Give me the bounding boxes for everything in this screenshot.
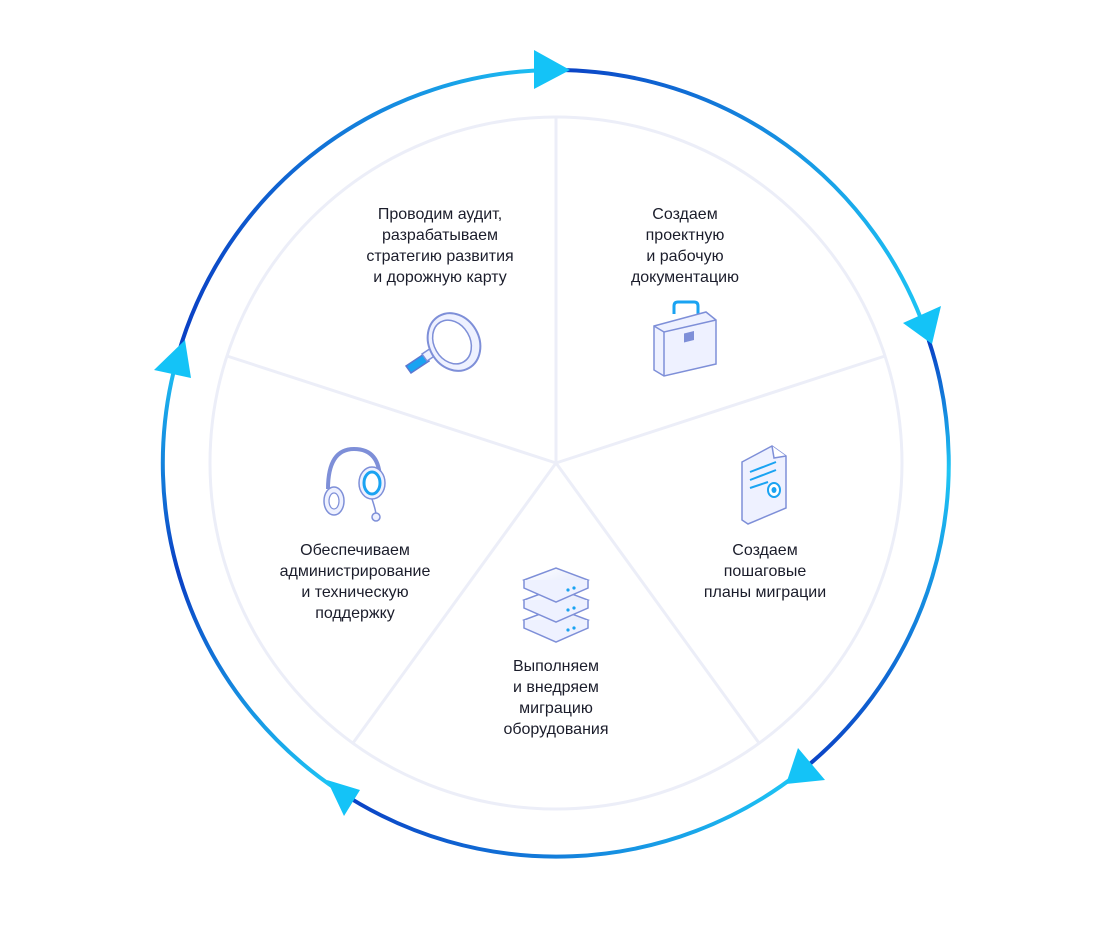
label-audit: Проводим аудит, разрабатываем стратегию …	[366, 206, 514, 286]
divider-bottom-left	[351, 462, 558, 744]
divider-left	[226, 354, 557, 465]
label-documentation: Создаем проектную и рабочую документацию	[630, 206, 740, 286]
outer-ring	[160, 68, 951, 859]
label-migration-plans: Создаем пошаговые планы миграции	[703, 542, 827, 601]
headset-icon	[323, 446, 386, 522]
inner-circle	[208, 115, 904, 811]
magnifier-icon	[404, 312, 482, 375]
label-support: Обеспечиваем администрирование и техниче…	[279, 542, 431, 622]
label-equipment-migration: Выполняем и внедряем миграцию оборудован…	[503, 658, 609, 738]
server-icon	[522, 567, 590, 643]
arrow-left-icon	[154, 340, 191, 378]
briefcase-icon	[653, 300, 717, 377]
arrow-top-icon	[534, 50, 570, 89]
divider-right	[555, 354, 886, 465]
divider-bottom-right	[554, 462, 761, 744]
arrow-bottom-left-icon	[327, 780, 360, 816]
arrow-right-icon	[903, 306, 941, 344]
arrow-bottom-right-icon	[786, 748, 825, 784]
ring-arrows	[154, 50, 941, 816]
document-icon	[741, 445, 787, 525]
